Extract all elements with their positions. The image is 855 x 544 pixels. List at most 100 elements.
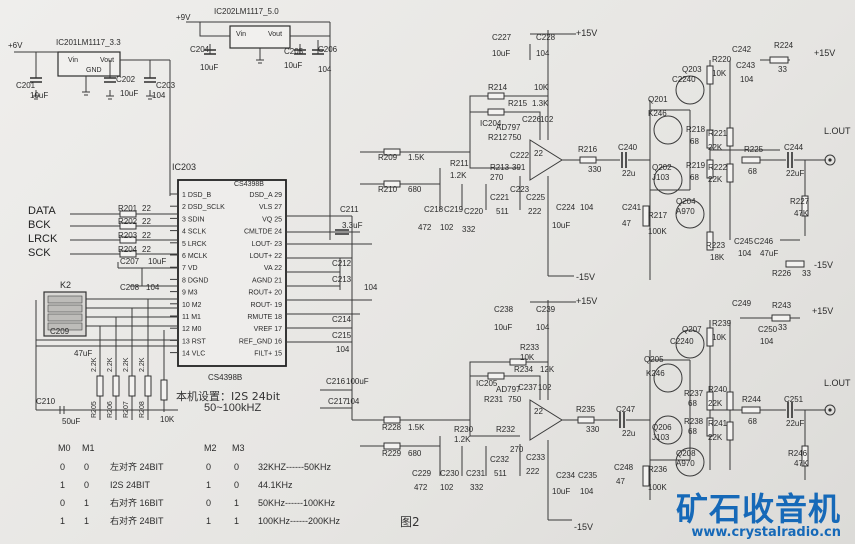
c247-label: C247 — [616, 405, 636, 414]
q205-label: Q205 — [644, 355, 664, 364]
dac-left-pin: 8 DGND — [182, 277, 208, 284]
r246-label: R246 — [788, 449, 808, 458]
table-cell-m0: 0 — [60, 462, 65, 472]
r218-label: R218 — [686, 125, 706, 134]
ic204-label: IC204 — [480, 119, 502, 128]
r224-value: 33 — [778, 65, 787, 74]
c210-label: C210 — [36, 397, 56, 406]
r214-label: R214 — [488, 83, 508, 92]
r238-value: 68 — [688, 427, 697, 436]
q205-part: K246 — [646, 369, 665, 378]
r243-value: 33 — [778, 323, 787, 332]
q201-part: K246 — [648, 109, 667, 118]
c250-value: 104 — [760, 337, 774, 346]
dac-left-pin: 2 DSD_SCLK — [182, 204, 225, 211]
r219-label: R219 — [686, 161, 706, 170]
r213-label: R213 — [490, 163, 510, 172]
c239-value: 104 — [536, 323, 550, 332]
c218-label: C218 — [424, 205, 444, 214]
r225-value: 68 — [748, 167, 757, 176]
dac-left-pin: 9 M3 — [182, 290, 198, 297]
r220-value: 10K — [712, 69, 727, 78]
table-cell-m0: 0 — [60, 498, 65, 508]
r223-value: 18K — [710, 253, 725, 262]
r202-value: 22 — [142, 217, 151, 226]
dac-right-pin: ROUT- 19 — [250, 302, 282, 309]
r224-label: R224 — [774, 41, 794, 50]
q203-part: C2240 — [672, 75, 696, 84]
r240-label: R240 — [708, 385, 728, 394]
r210-label: R210 — [378, 185, 398, 194]
r240-value: 22K — [708, 399, 723, 408]
r227-label: R227 — [790, 197, 810, 206]
c230-label: C230 — [440, 469, 460, 478]
dac-left-pin: 14 VLC — [182, 351, 205, 358]
r206-value: 2.2K — [107, 357, 114, 372]
input-bck: BCK — [28, 219, 51, 231]
table-cell-m3: 1 — [234, 516, 239, 526]
opamp-pin2-label: 22 — [534, 149, 543, 158]
r233-label: R233 — [520, 343, 540, 352]
table-cell-rate: 100KHz------200KHz — [258, 516, 341, 526]
c219-value: 102 — [440, 223, 454, 232]
dac-left-pin: 6 MCLK — [182, 253, 208, 260]
rail-plus15v-bottom: +15V — [576, 296, 597, 306]
r225-label: R225 — [744, 145, 764, 154]
regulator-ic202: Vin Vout IC202LM1117_5.0 — [214, 7, 291, 49]
r203-value: 22 — [142, 231, 151, 240]
dac-part-label: CS4398B — [234, 181, 264, 188]
r201-label: R201 — [118, 204, 138, 213]
c214-label: C214 — [332, 315, 352, 324]
c248-value: 47 — [616, 477, 625, 486]
q202-label: Q202 — [652, 163, 672, 172]
c222-label: C222 — [510, 151, 530, 160]
c251-label: C251 — [784, 395, 804, 404]
pin-vin-label: Vin — [236, 31, 246, 38]
r211-value: 1.2K — [450, 171, 467, 180]
table-cell-m1: 0 — [84, 462, 89, 472]
r228-value: 1.5K — [408, 423, 425, 432]
r237-value: 68 — [688, 399, 697, 408]
r235-value: 330 — [586, 425, 600, 434]
table-cell-m1: 0 — [84, 480, 89, 490]
r230-value: 1.2K — [454, 435, 471, 444]
table-cell-m0: 1 — [60, 480, 65, 490]
r210-value: 680 — [408, 185, 422, 194]
q207-part: C2240 — [670, 337, 694, 346]
c221-value: 511 — [496, 207, 509, 216]
c233-value: 222 — [526, 467, 540, 476]
r228-label: R228 — [382, 423, 402, 432]
r241-value: 22K — [708, 433, 723, 442]
dac-right-pin: DSD_A 29 — [249, 192, 282, 199]
c244-label: C244 — [784, 143, 804, 152]
regulator-ic202-label: IC202LM1117_5.0 — [214, 7, 279, 16]
c205-value: 10uF — [284, 61, 302, 70]
c227-label: C227 — [492, 33, 512, 42]
r238-label: R238 — [684, 417, 704, 426]
dac-ic203: IC203 CS4398B CS4398B 1 DSD_B2 DSD_SCLK3… — [170, 162, 287, 382]
dac-right-pin: RMUTE 18 — [247, 314, 282, 321]
c226-label: C226 — [522, 115, 542, 124]
c201-label: C201 — [16, 81, 36, 90]
r205-label: R205 — [91, 401, 98, 418]
ic204-part: AD797 — [496, 123, 521, 132]
c228-value: 104 — [536, 49, 550, 58]
r231-label: R231 — [484, 395, 504, 404]
r202-label: R202 — [118, 217, 138, 226]
regulator-ic201: Vin Vout GND IC201LM1117_3.3 — [56, 38, 121, 77]
c228-label: C228 — [536, 33, 556, 42]
c203-value: 104 — [152, 91, 166, 100]
output-jack-bottom-label: L.OUT — [824, 378, 851, 388]
ic205-part: AD797 — [496, 385, 521, 394]
r207-value: 2.2K — [123, 357, 130, 372]
watermark-url: www.crystalradio.cn — [691, 525, 841, 540]
c212-label: C212 — [332, 259, 352, 268]
c221-label: C221 — [490, 193, 510, 202]
table-header-m0: M0 — [58, 443, 71, 453]
input-sck: SCK — [28, 247, 51, 259]
c224-label: C224 — [556, 203, 576, 212]
r223-label: R223 — [706, 241, 726, 250]
table-cell-m3: 0 — [234, 480, 239, 490]
rail-minus15v-out-top: -15V — [814, 260, 833, 270]
r213-value: 270 — [490, 173, 504, 182]
